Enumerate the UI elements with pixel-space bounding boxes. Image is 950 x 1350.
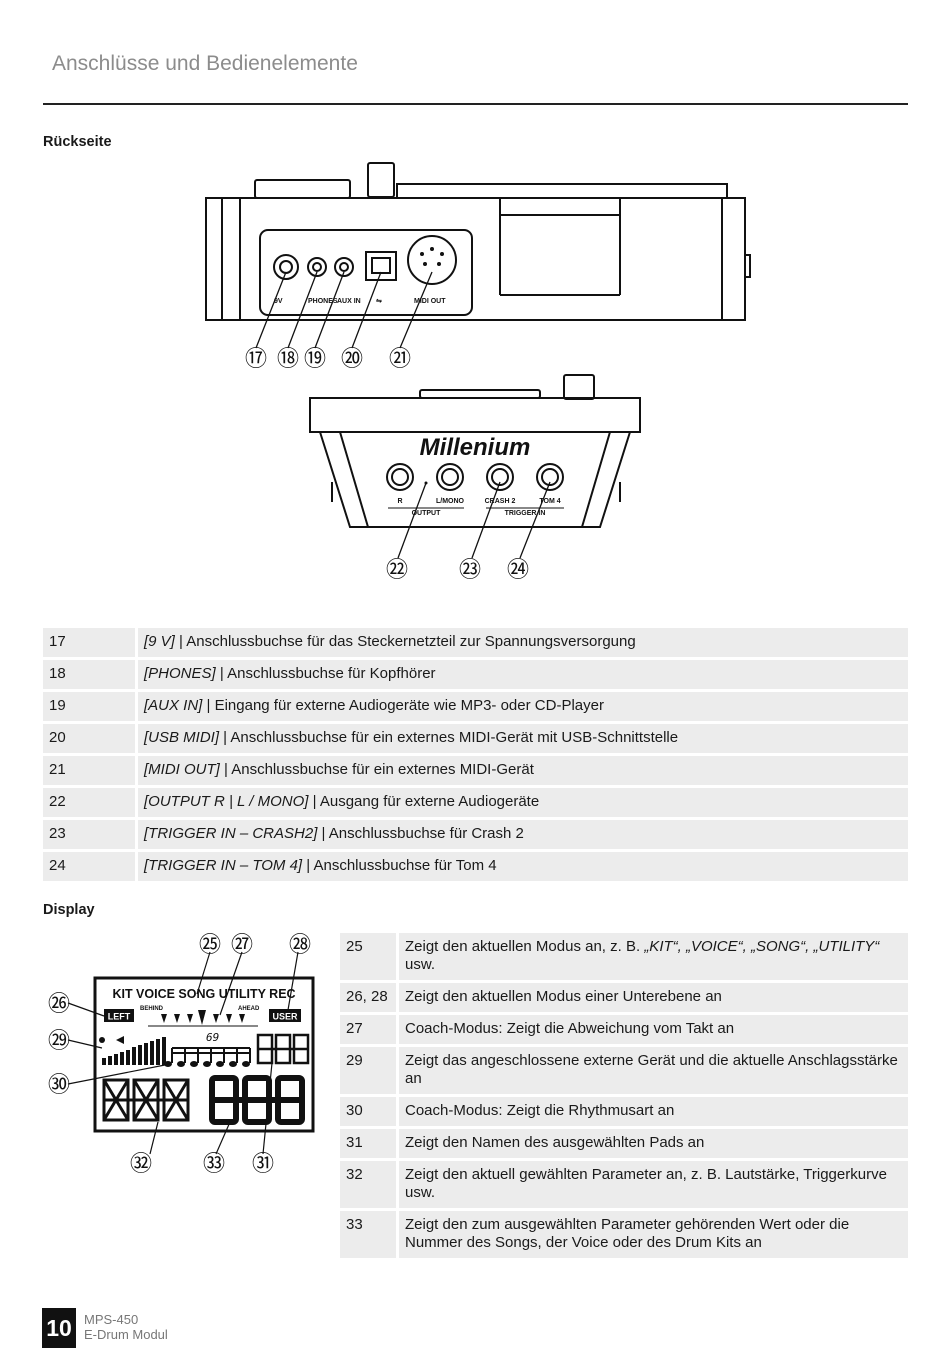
- callout-23: ㉓: [459, 558, 481, 583]
- label-crash2: CRASH 2: [485, 498, 516, 505]
- label-r: R: [397, 498, 402, 505]
- page-number: 10: [42, 1308, 76, 1348]
- callout-17: ⑰: [245, 347, 267, 372]
- table-row: 23[TRIGGER IN – CRASH2] | Anschlussbuchs…: [43, 820, 908, 849]
- callout-33: ㉝: [203, 1152, 225, 1177]
- rear-panel-diagram: 9V PHONES AUX IN ⇋ MIDI OUT ⑰ ⑱ ⑲ ⑳ ㉑: [200, 160, 760, 375]
- callout-22: ㉒: [386, 558, 408, 583]
- callout-20: ⑳: [341, 347, 363, 372]
- label-phones: PHONES: [308, 298, 338, 305]
- label-trigger-in: TRIGGER IN: [505, 510, 546, 517]
- page-header-title: Anschlüsse und Bedienelemente: [52, 52, 358, 75]
- connections-table: 17[9 V] | Anschlussbuchse für das Stecke…: [43, 625, 908, 884]
- label-aux-in: AUX IN: [337, 298, 361, 305]
- callout-28: ㉘: [289, 933, 311, 958]
- label-usb: ⇋: [376, 297, 382, 305]
- callout-31: ㉛: [252, 1152, 274, 1177]
- callout-21: ㉑: [389, 347, 411, 372]
- table-row: 22[OUTPUT R | L / MONO] | Ausgang für ex…: [43, 788, 908, 817]
- callout-32: ㉜: [130, 1152, 152, 1177]
- section-title-rear: Rückseite: [43, 134, 112, 150]
- section-title-display: Display: [43, 902, 95, 918]
- brand-logo: Millenium: [420, 434, 531, 461]
- table-row: 20[USB MIDI] | Anschlussbuchse für ein e…: [43, 724, 908, 753]
- footer-model: MPS-450: [84, 1312, 139, 1327]
- callout-29: ㉙: [48, 1029, 70, 1054]
- table-row: 21[MIDI OUT] | Anschlussbuchse für ein e…: [43, 756, 908, 785]
- callout-26: ㉖: [48, 992, 70, 1017]
- lcd-behind-label: BEHIND: [140, 1006, 164, 1012]
- label-midi-out: MIDI OUT: [414, 298, 446, 305]
- table-row: 17[9 V] | Anschlussbuchse für das Stecke…: [43, 628, 908, 657]
- lcd-user-badge: USER: [272, 1012, 298, 1022]
- output-panel-diagram: Millenium R L/MONO CRASH 2 TOM 4 OUTPUT …: [300, 372, 660, 587]
- callout-30: ㉚: [48, 1073, 70, 1098]
- callout-18: ⑱: [277, 347, 299, 372]
- footer-product: MPS-450 E-Drum Modul: [84, 1312, 168, 1342]
- callout-27: ㉗: [231, 933, 253, 958]
- table-row: 19[AUX IN] | Eingang für externe Audioge…: [43, 692, 908, 721]
- label-9v: 9V: [274, 298, 283, 305]
- callout-19: ⑲: [304, 347, 326, 372]
- callout-24: ㉔: [507, 558, 529, 583]
- label-output: OUTPUT: [412, 510, 442, 517]
- lcd-ahead-label: AHEAD: [238, 1006, 260, 1012]
- callout-25: ㉕: [199, 933, 221, 958]
- table-row: 24[TRIGGER IN – TOM 4] | Anschlussbuchse…: [43, 852, 908, 881]
- label-lmono: L/MONO: [436, 498, 465, 505]
- lcd-left-badge: LEFT: [108, 1012, 131, 1022]
- header-divider: [43, 103, 908, 105]
- lcd-mode-labels: KIT VOICE SONG UTILITY REC: [112, 987, 295, 1001]
- label-tom4: TOM 4: [539, 498, 560, 505]
- footer-product-name: E-Drum Modul: [84, 1327, 168, 1342]
- lcd-display-diagram: KIT VOICE SONG UTILITY REC LEFT USER BEH…: [40, 930, 330, 1180]
- table-row: 18[PHONES] | Anschlussbuchse für Kopfhör…: [43, 660, 908, 689]
- lcd-tempo-value: 69: [206, 1031, 219, 1044]
